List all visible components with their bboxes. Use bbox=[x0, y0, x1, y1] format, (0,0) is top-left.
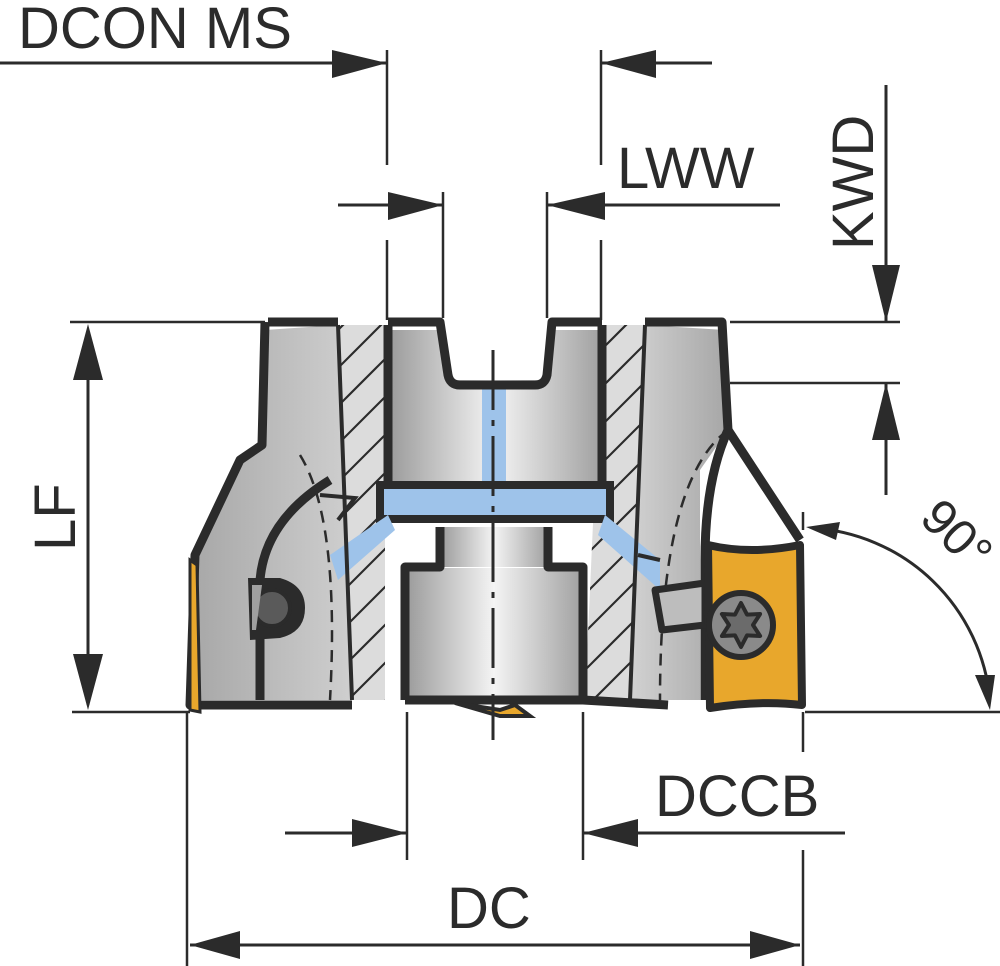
dimension-dccb: DCCB bbox=[285, 712, 845, 860]
left-insert-sliver bbox=[188, 557, 202, 714]
label-lww: LWW bbox=[617, 136, 755, 201]
dimension-lf: LF bbox=[23, 320, 265, 714]
dimension-dc: DC bbox=[185, 712, 805, 966]
cutter-body bbox=[185, 220, 806, 740]
label-dc: DC bbox=[447, 876, 531, 941]
label-angle: 90° bbox=[910, 488, 1000, 581]
label-dcon-ms: DCON MS bbox=[18, 0, 292, 61]
dimension-dcon-ms: DCON MS bbox=[0, 0, 712, 165]
dimension-angle: 90° bbox=[801, 488, 1000, 714]
dimension-kwd: KWD bbox=[730, 85, 900, 495]
label-lf: LF bbox=[23, 483, 88, 551]
torx-screw-icon bbox=[706, 590, 776, 660]
coolant-channel-horizontal bbox=[376, 481, 614, 523]
hatch-line bbox=[338, 325, 385, 339]
label-kwd: KWD bbox=[821, 115, 886, 250]
coolant-channel-right bbox=[598, 515, 660, 590]
clamp-screw-icon bbox=[248, 578, 305, 640]
wedge bbox=[651, 579, 709, 634]
label-dccb: DCCB bbox=[655, 764, 819, 829]
hatch-line bbox=[330, 235, 395, 300]
hatch-line bbox=[338, 652, 385, 700]
hatch-line bbox=[575, 220, 655, 300]
dimension-lww: LWW bbox=[338, 136, 780, 320]
left-body-section bbox=[195, 325, 352, 700]
